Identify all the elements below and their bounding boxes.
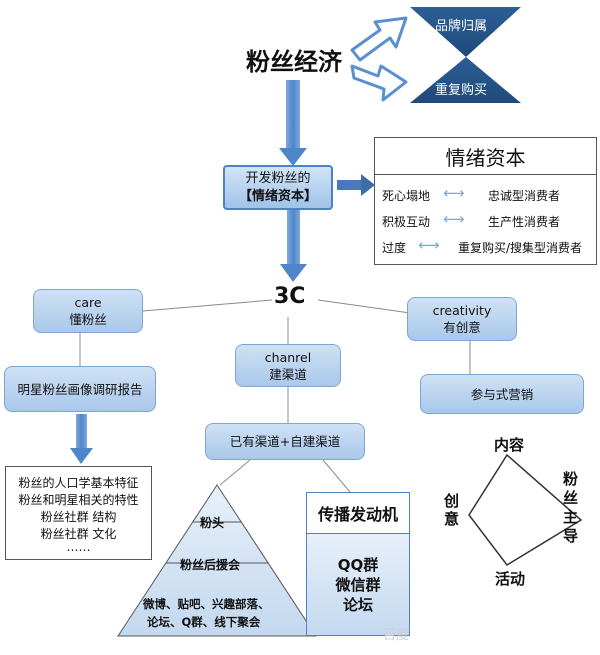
- capital-row-2-left: 积极互动: [382, 215, 431, 229]
- care-box: care 懂粉丝: [33, 289, 143, 333]
- diamond-left-label: 创意: [444, 492, 460, 528]
- creativity-box: creativity 有创意: [407, 297, 517, 341]
- feature-item: 粉丝的人口学基本特征: [18, 476, 139, 490]
- watermark: 百度: [383, 628, 410, 643]
- hourglass-top-label: 品牌归属: [435, 19, 488, 34]
- capital-row-1-left: 死心塌地: [382, 189, 431, 203]
- fan-portrait-report-label: 明星粉丝画像调研报告: [17, 381, 143, 397]
- fan-features-box: 粉丝的人口学基本特征 粉丝和明星相关的特性 粉丝社群 结构 粉丝社群 文化 ……: [5, 466, 152, 560]
- double-arrow-icon: ⟷: [443, 184, 465, 202]
- channel-en: chanrel: [264, 349, 312, 365]
- capital-row-3-left: 过度: [382, 241, 407, 255]
- channels-label: 已有渠道+自建渠道: [229, 434, 341, 449]
- feature-item: 粉丝和明星相关的特性: [18, 493, 139, 507]
- capital-row-1-right: 忠诚型消费者: [488, 189, 561, 203]
- arrow-dev-to-3c: [280, 210, 307, 282]
- feature-item: 粉丝社群 结构: [40, 510, 117, 524]
- diamond-right-label: 粉丝主导: [563, 470, 579, 545]
- channel-zh: 建渠道: [269, 366, 307, 382]
- communication-engine-box: 传播发动机 QQ群 微信群 论坛: [306, 492, 410, 636]
- pyramid-bottom-label-1: 微博、贴吧、兴趣部落、: [143, 597, 270, 611]
- thin-connectors: [79, 299, 471, 493]
- channels-box: 已有渠道+自建渠道: [205, 423, 365, 460]
- double-arrow-icon: ⟷: [418, 236, 440, 254]
- arrow-report-to-features: [70, 414, 93, 464]
- emotional-capital-title: 情绪资本: [375, 138, 596, 175]
- hollow-arrow-down: [350, 64, 408, 102]
- participatory-marketing-box: 参与式营销: [420, 374, 584, 414]
- participatory-marketing-label: 参与式营销: [470, 386, 534, 402]
- hourglass-bottom: [410, 57, 521, 103]
- engine-item: 论坛: [342, 595, 373, 614]
- care-en: care: [74, 295, 102, 310]
- feature-item: 粉丝社群 文化: [40, 527, 117, 541]
- capital-row-2-right: 生产性消费者: [488, 215, 561, 229]
- hollow-arrow-up: [350, 16, 408, 62]
- diamond-bottom-label: 活动: [495, 570, 526, 588]
- diamond-top-label: 内容: [494, 436, 525, 454]
- hourglass-bottom-label: 重复购买: [435, 83, 488, 98]
- emotional-capital-box: 情绪资本: [374, 137, 597, 265]
- channel-box: chanrel 建渠道: [235, 344, 341, 387]
- arrow-title-to-dev: [279, 80, 307, 166]
- care-zh: 懂粉丝: [69, 312, 107, 327]
- develop-fans-line1: 开发粉丝的: [245, 170, 311, 186]
- pyramid-bottom-label-2: 论坛、Q群、线下聚会: [147, 615, 261, 629]
- page-title: 粉丝经济: [246, 48, 342, 76]
- content-diamond: [468, 453, 583, 566]
- engine-item: 微信群: [335, 575, 381, 594]
- hourglass-top: [410, 7, 521, 57]
- center-3c: 3C: [274, 284, 306, 309]
- pyramid-middle-label: 粉丝后援会: [180, 558, 241, 572]
- fan-pyramid: [117, 484, 317, 637]
- engine-title: 传播发动机: [307, 493, 409, 534]
- feature-item: ……: [66, 540, 91, 554]
- fan-portrait-report-box: 明星粉丝画像调研报告: [4, 366, 156, 412]
- pyramid-top-label: 粉头: [200, 516, 225, 530]
- capital-row-3-right: 重复购买/搜集型消费者: [458, 241, 583, 255]
- engine-item: QQ群: [337, 555, 379, 574]
- develop-fans-box: 开发粉丝的 【情绪资本】: [223, 165, 333, 210]
- creativity-zh: 有创意: [443, 320, 481, 335]
- engine-items: QQ群 微信群 论坛: [307, 534, 409, 635]
- develop-fans-line2: 【情绪资本】: [238, 188, 317, 204]
- arrow-dev-to-capital: [337, 174, 375, 196]
- creativity-en: creativity: [432, 303, 492, 318]
- double-arrow-icon: ⟷: [443, 210, 465, 228]
